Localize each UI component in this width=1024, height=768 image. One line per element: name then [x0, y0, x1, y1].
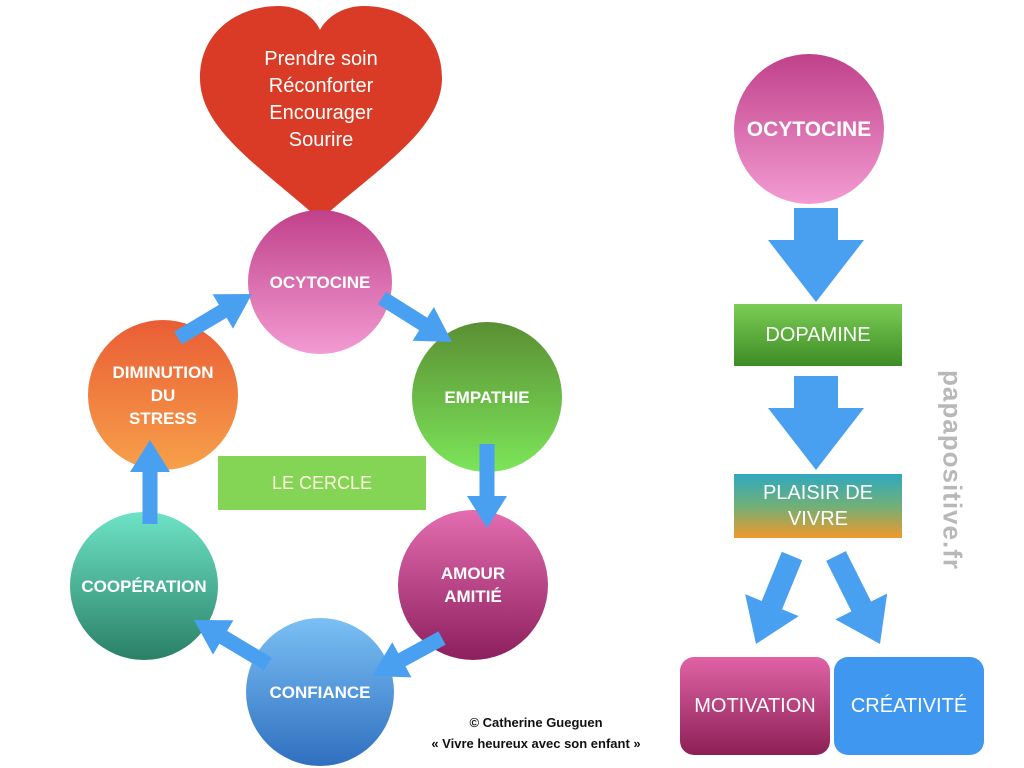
cycle-cooperation-node: COOPÉRATION — [70, 512, 218, 660]
chain-ocytocine-node: OCYTOCINE — [734, 54, 884, 204]
heart-text: Prendre soin Réconforter Encourager Sour… — [264, 48, 378, 151]
chain-motivation-box: MOTIVATION — [680, 657, 830, 755]
cycle-diminution-node: DIMINUTION DU STRESS — [88, 320, 238, 470]
arrow-dopamine-to-plaisir — [768, 376, 864, 470]
arrow-plaisir-to-creativite — [826, 551, 888, 644]
arrow-ocytocine-to-dopamine — [768, 208, 864, 302]
credit-book: « Vivre heureux avec son enfant » — [431, 736, 641, 751]
arrow-diminution-to-ocytocine — [174, 294, 252, 345]
arrow-plaisir-to-motivation — [745, 551, 803, 644]
chain-plaisir-box: PLAISIR DE VIVRE — [734, 474, 902, 538]
arrow-cooperation-to-diminution — [130, 440, 170, 524]
watermark: papapositive.fr — [937, 370, 968, 570]
le-cercle-label: LE CERCLE — [218, 456, 426, 510]
chain-dopamine-box: DOPAMINE — [734, 304, 902, 366]
arrow-empathie-to-amour — [467, 444, 507, 528]
arrow-amour-to-confiance — [372, 631, 446, 678]
cycle-confiance-node: CONFIANCE — [246, 618, 394, 766]
arrow-confiance-to-cooperation — [194, 620, 272, 671]
arrow-ocytocine-to-empathie — [378, 291, 452, 342]
credit-author: © Catherine Gueguen — [469, 715, 603, 730]
cycle-amour-node: AMOUR AMITIÉ — [398, 510, 548, 660]
credit: © Catherine Gueguen « Vivre heureux avec… — [396, 712, 676, 754]
cycle-ocytocine-node: OCYTOCINE — [248, 210, 392, 354]
chain-creativite-box: CRÉATIVITÉ — [834, 657, 984, 755]
